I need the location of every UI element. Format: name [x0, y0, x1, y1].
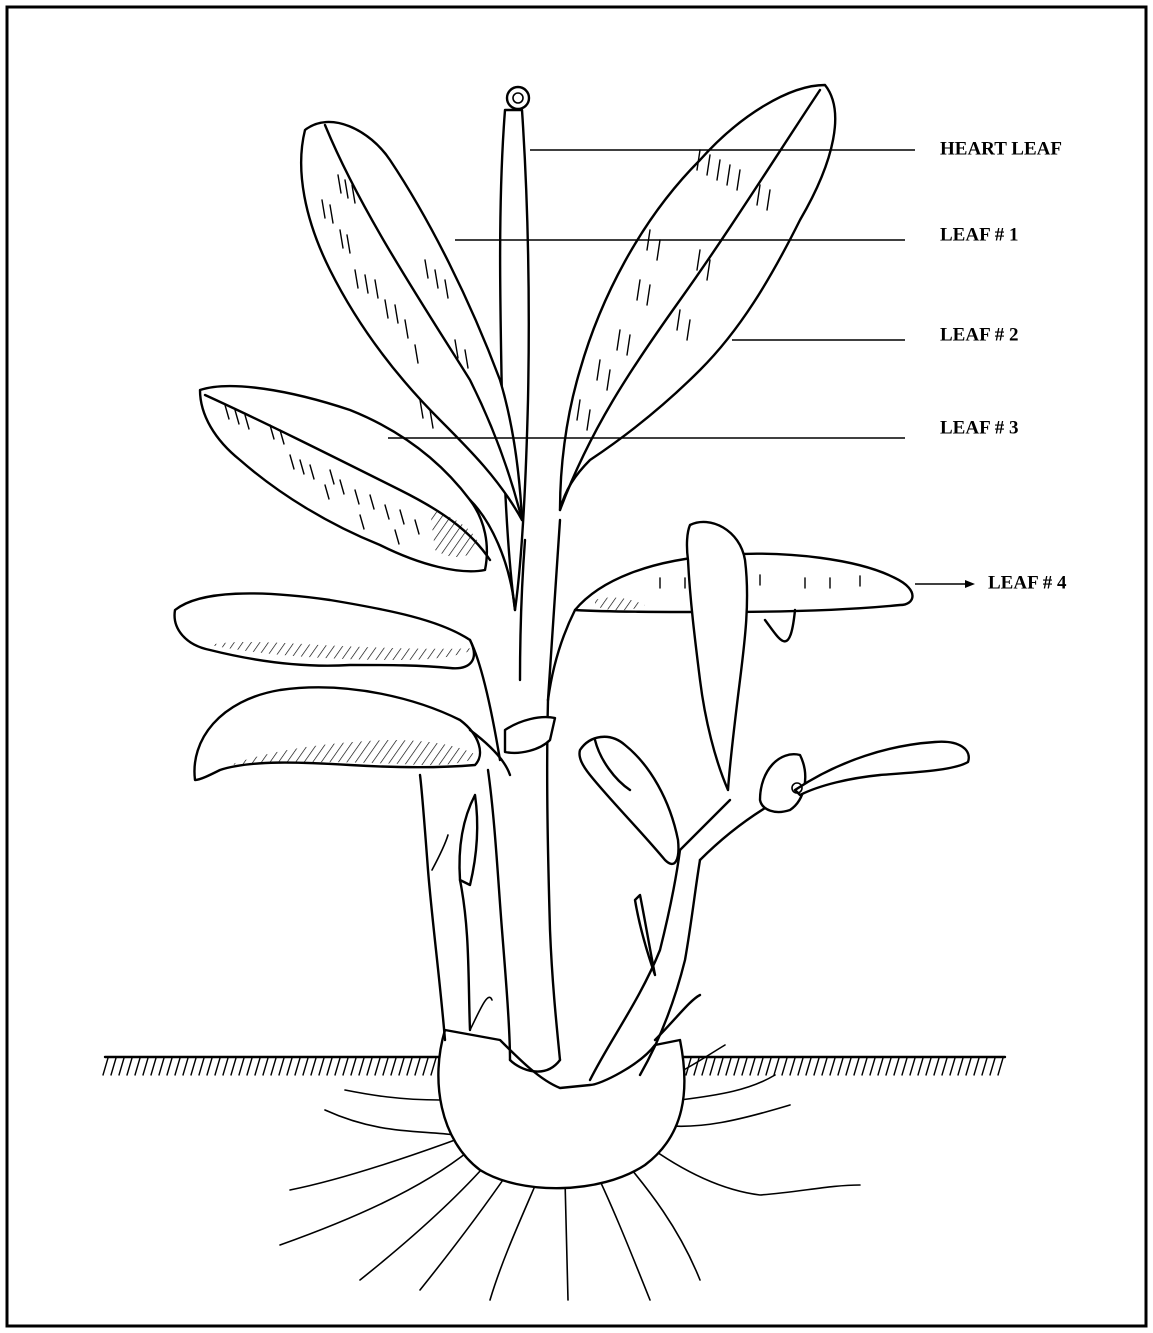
- right-sucker: [590, 800, 770, 1080]
- main-pseudostem: [488, 520, 560, 1072]
- label-leaf-3: LEAF # 3: [940, 417, 1018, 438]
- left-sucker: [420, 775, 492, 1040]
- heart-leaf: [500, 87, 529, 610]
- label-leaf-1: LEAF # 1: [940, 224, 1018, 245]
- label-leaf-4: LEAF # 4: [988, 572, 1067, 593]
- leaf-2: [560, 85, 835, 510]
- leaf-right-lower: [792, 742, 969, 795]
- leaf-right-curled: [579, 737, 678, 864]
- label-heart-leaf: HEART LEAF: [940, 138, 1062, 159]
- label-leaf-2: LEAF # 2: [940, 324, 1018, 345]
- leaf-left-lower-droop: [194, 687, 555, 780]
- corm: [438, 1030, 684, 1188]
